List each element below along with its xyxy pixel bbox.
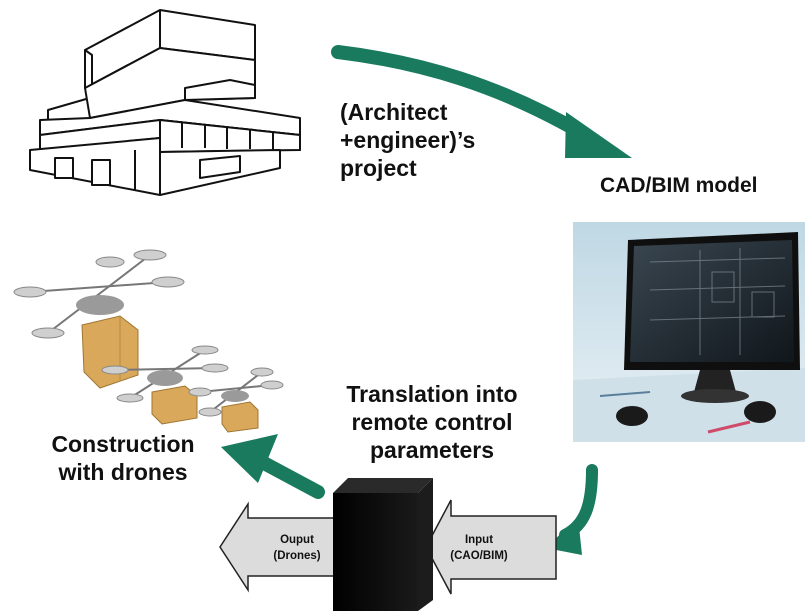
computer-workstation-icon: [573, 222, 805, 442]
building-sketch-icon: [29, 9, 301, 196]
drone-icon: [13, 249, 284, 433]
construction-label: Construction with drones: [51, 431, 195, 486]
project-label: (Architect +engineer)’s project: [340, 99, 476, 182]
flow-arrow-project-to-cad: [331, 45, 632, 158]
cad-bim-label: CAD/BIM model: [600, 174, 758, 197]
translation-label: Translation into remote control paramete…: [346, 381, 518, 464]
output-arrow: [219, 501, 338, 593]
flow-arrow-box-to-drones: [221, 434, 325, 499]
translator-box-icon: [333, 478, 433, 611]
input-arrow-label: Input (CAO/BIM): [450, 534, 508, 562]
output-arrow-label: Ouput (Drones): [273, 534, 321, 562]
